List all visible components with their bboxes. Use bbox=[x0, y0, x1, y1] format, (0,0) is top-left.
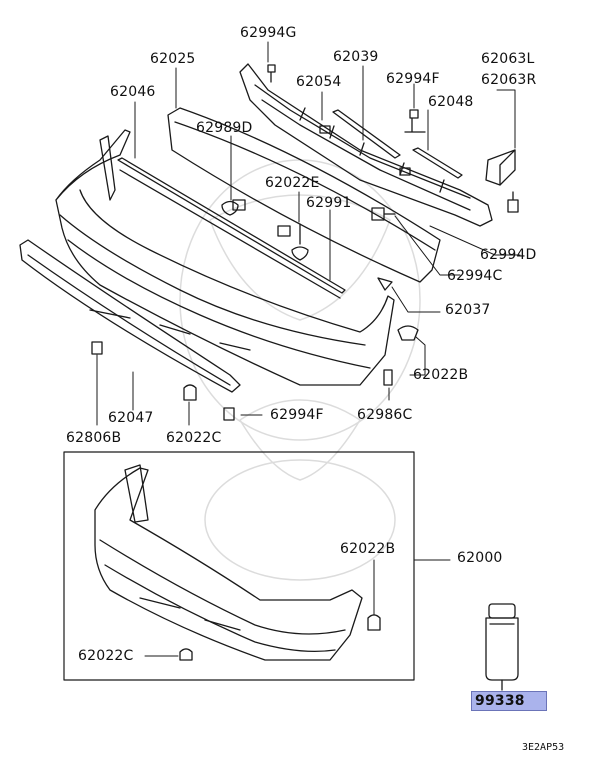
label-62037: 62037 bbox=[445, 302, 491, 318]
drawing-code: 3E2AP53 bbox=[522, 742, 565, 753]
touchup-paint-bottle bbox=[485, 603, 519, 691]
bumper-assembly bbox=[94, 464, 381, 661]
label-62986C: 62986C bbox=[357, 407, 413, 423]
label-62000: 62000 bbox=[457, 550, 503, 566]
leader-lines bbox=[96, 41, 521, 426]
label-62022B-box: 62022B bbox=[340, 541, 396, 557]
label-62063L: 62063L bbox=[481, 51, 535, 67]
label-62039: 62039 bbox=[333, 49, 379, 65]
label-62046: 62046 bbox=[110, 84, 156, 100]
label-62022E: 62022E bbox=[265, 175, 320, 191]
label-62806B: 62806B bbox=[66, 430, 122, 446]
label-62022C-box: 62022C bbox=[78, 648, 134, 664]
label-62994F-bottom: 62994F bbox=[270, 407, 324, 423]
front-bumper-cover bbox=[55, 129, 395, 386]
label-62991: 62991 bbox=[306, 195, 352, 211]
side-bracket bbox=[485, 149, 516, 186]
label-62022B-top: 62022B bbox=[413, 367, 469, 383]
label-99338-highlighted[interactable]: 99338 bbox=[471, 691, 547, 711]
lower-lip bbox=[19, 239, 241, 393]
label-62048: 62048 bbox=[428, 94, 474, 110]
retainer-strip bbox=[117, 157, 346, 299]
energy-absorber bbox=[167, 107, 441, 283]
label-62025: 62025 bbox=[150, 51, 196, 67]
small-brackets bbox=[332, 109, 463, 179]
box-leaders bbox=[144, 559, 451, 657]
label-62994C: 62994C bbox=[447, 268, 503, 284]
label-62994F-top: 62994F bbox=[386, 71, 440, 87]
fasteners bbox=[91, 64, 519, 421]
label-62047: 62047 bbox=[108, 410, 154, 426]
label-62054: 62054 bbox=[296, 74, 342, 90]
label-62989D: 62989D bbox=[196, 120, 253, 136]
label-62022C-top: 62022C bbox=[166, 430, 222, 446]
assembly-box bbox=[63, 451, 415, 681]
label-62994D: 62994D bbox=[480, 247, 537, 263]
label-62063R: 62063R bbox=[481, 72, 537, 88]
label-62994G: 62994G bbox=[240, 25, 297, 41]
bumper-reinforcement bbox=[239, 63, 493, 227]
